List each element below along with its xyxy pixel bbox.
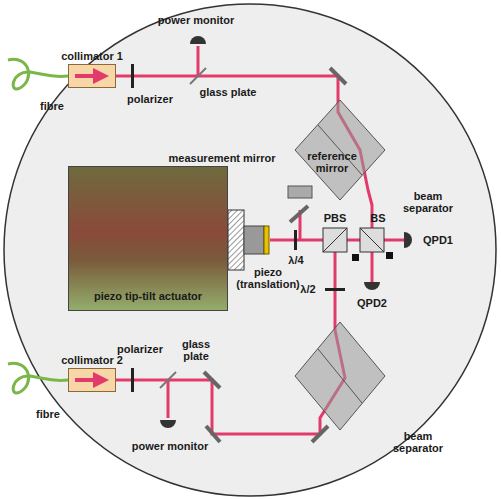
- beam-arrow: [75, 68, 109, 84]
- optic-part: [204, 372, 220, 388]
- beam-dump: [386, 252, 393, 259]
- part-label: reference mirror: [301, 150, 363, 174]
- fibre-cable: [8, 59, 68, 89]
- optic-part: [295, 100, 385, 200]
- collimator-box: collimator 1: [68, 64, 116, 88]
- part-label: power monitor: [120, 440, 220, 452]
- optic-part: [190, 68, 206, 84]
- part-label: BS: [366, 212, 390, 224]
- optic-part: [290, 206, 308, 222]
- reference-mirror: [288, 186, 312, 198]
- vacuum-tank: [4, 4, 496, 496]
- polarizer-element: [131, 64, 134, 88]
- beam-arrow: [75, 372, 109, 388]
- part-label: QPD2: [352, 297, 392, 309]
- part-label: glass plate: [193, 86, 263, 98]
- quadrant-photodiode: [404, 232, 412, 248]
- part-label: beam separator: [383, 430, 453, 454]
- part-label: polarizer: [110, 343, 170, 355]
- part-label: measurement mirror: [162, 152, 282, 164]
- measurement-mirror: [264, 226, 269, 254]
- node-label: collimator 2: [61, 354, 123, 366]
- optic-part: [318, 349, 362, 403]
- part-label: polarizer: [120, 93, 180, 105]
- optic-part: [160, 372, 176, 388]
- beam-separator-prism: [295, 100, 385, 430]
- part-label: beam separator: [393, 190, 463, 214]
- part-label: fibre: [28, 408, 68, 420]
- collimator-lens: [69, 65, 115, 87]
- optic-part: [312, 426, 328, 442]
- polarizer-element: [131, 368, 134, 392]
- mount-plate: [228, 210, 244, 270]
- actuator-box: piezo tip-tilt actuator: [68, 166, 228, 311]
- quadrant-photodiode: [364, 282, 380, 290]
- part-label: λ/4: [282, 254, 310, 266]
- optic-part: [295, 322, 385, 430]
- optic-part: [334, 240, 337, 330]
- piezo-stack: [244, 226, 264, 254]
- photodiode: [160, 420, 176, 428]
- optic-part: [360, 228, 384, 252]
- collimator-lens: [69, 369, 115, 391]
- half-waveplate: [325, 288, 345, 291]
- beam-splitter-cube: [323, 228, 384, 252]
- node-label: piezo tip-tilt actuator: [94, 290, 202, 302]
- optic-part: [323, 228, 347, 252]
- fibre-cable: [8, 363, 68, 393]
- optic-part: [167, 380, 170, 418]
- part-label: glass plate: [176, 338, 216, 362]
- part-label: QPD1: [418, 234, 458, 246]
- node-label: collimator 1: [61, 50, 123, 62]
- optic-part: [206, 426, 220, 442]
- part-label: fibre: [32, 100, 72, 112]
- optic-part: [323, 228, 347, 252]
- collimator-box: collimator 2: [68, 368, 116, 392]
- optic-part: [330, 68, 346, 84]
- part-label: piezo (translation): [230, 266, 306, 290]
- optic-part: [360, 228, 384, 252]
- part-label: PBS: [320, 212, 350, 224]
- optic-part: [197, 46, 200, 76]
- quarter-waveplate: [294, 230, 297, 250]
- photodiode: [190, 36, 206, 44]
- beam-dump: [352, 254, 359, 261]
- part-label: power monitor: [146, 14, 246, 26]
